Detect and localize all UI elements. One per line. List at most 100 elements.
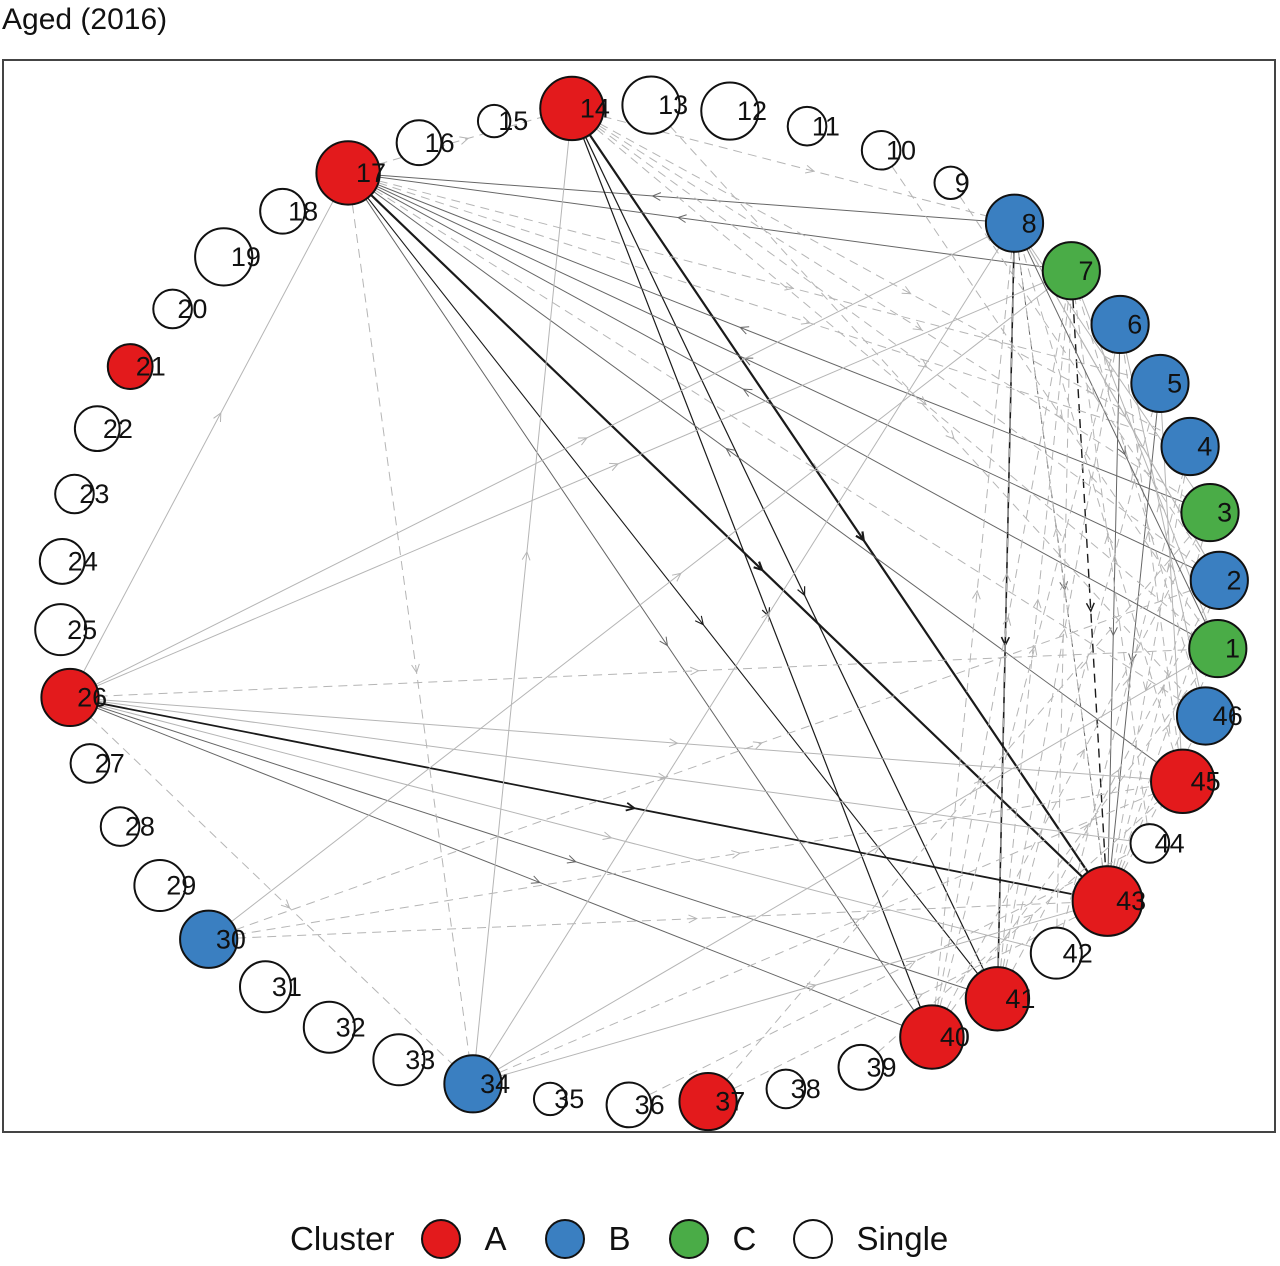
- node-9: 9: [933, 165, 970, 200]
- node-label-15: 15: [498, 106, 528, 136]
- node-circle-18: [259, 187, 306, 235]
- edge-7-17: [379, 176, 1044, 268]
- edge-1-17: [375, 187, 1193, 636]
- node-36: 36: [605, 1081, 665, 1129]
- node-circle-10: [860, 129, 902, 171]
- edge-arrow-46-6: [1156, 502, 1166, 513]
- edge-2-17: [376, 185, 1194, 569]
- node-18: 18: [259, 187, 318, 235]
- edge-10-1: [891, 165, 1203, 626]
- edge-17-41: [367, 197, 979, 975]
- edge-8-41: [997, 251, 1015, 968]
- node-circle-36: [605, 1081, 653, 1129]
- edge-arrow-17-41: [694, 615, 705, 626]
- edge-30-43: [237, 902, 1073, 939]
- legend-swatch-a: [420, 1219, 461, 1259]
- node-label-32: 32: [336, 1012, 366, 1042]
- edge-26-1: [98, 649, 1190, 697]
- edge-8-43: [1017, 251, 1104, 867]
- node-label-1: 1: [1225, 634, 1240, 664]
- node-32: 32: [302, 1000, 366, 1054]
- edge-arrow-30-2: [752, 741, 763, 750]
- node-label-28: 28: [125, 812, 155, 842]
- edge-30-7: [230, 287, 1050, 923]
- edge-40-1: [950, 671, 1202, 1012]
- edge-arrow-34-14: [521, 550, 531, 561]
- node-40: 40: [899, 1004, 970, 1070]
- edge-42-4: [1062, 474, 1184, 929]
- edge-arrow-14-3: [912, 322, 923, 331]
- node-25: 25: [34, 603, 97, 657]
- legend-title: Cluster: [290, 1220, 395, 1257]
- node-circle-4: [1160, 416, 1220, 477]
- node-33: 33: [372, 1033, 435, 1087]
- edge-arrow-14-2: [917, 358, 928, 368]
- edge-arrow-6-43: [1109, 626, 1118, 637]
- edge-arrow-17-43: [753, 561, 765, 572]
- node-label-41: 41: [1005, 984, 1035, 1014]
- edge-arrow-14-8: [805, 164, 816, 174]
- edge-arrow-36-44: [905, 960, 916, 969]
- edge-34-43: [500, 910, 1075, 1077]
- edge-arrow-30-43: [688, 914, 698, 924]
- node-1: 1: [1188, 618, 1248, 679]
- edge-arrow-26-44: [657, 772, 668, 782]
- edge-9-2: [959, 195, 1204, 557]
- node-45: 45: [1150, 748, 1221, 815]
- edge-arrow-41-8: [1002, 572, 1011, 583]
- node-label-13: 13: [658, 90, 688, 120]
- node-label-16: 16: [425, 128, 455, 158]
- node-label-34: 34: [480, 1069, 510, 1099]
- node-circle-12: [700, 81, 760, 141]
- edge-17-34: [351, 204, 470, 1056]
- edge-arrow-14-43: [855, 531, 866, 543]
- node-circle-7: [1041, 241, 1101, 301]
- node-label-14: 14: [580, 94, 610, 124]
- node-circle-11: [786, 105, 828, 147]
- edge-arrow-45-17: [725, 447, 736, 457]
- edge-5-43: [1110, 411, 1158, 867]
- node-42: 42: [1029, 926, 1093, 980]
- edge-arrow-26-34: [280, 899, 291, 909]
- legend-item-b: B: [544, 1219, 649, 1259]
- node-label-37: 37: [715, 1087, 745, 1117]
- edge-14-8: [602, 115, 987, 217]
- edge-arrow-37-43: [913, 993, 924, 1002]
- edge-40-8: [934, 251, 1013, 1006]
- legend-swatch-b: [544, 1219, 585, 1259]
- node-26: 26: [40, 667, 107, 728]
- node-11: 11: [786, 105, 840, 147]
- edge-arrow-34-45: [850, 918, 861, 927]
- edge-45-6: [1123, 352, 1179, 751]
- edge-26-40: [96, 707, 903, 1026]
- legend-label-c: C: [732, 1220, 757, 1257]
- edge-arrow-14-41: [797, 586, 806, 597]
- node-label-39: 39: [867, 1052, 897, 1082]
- node-label-30: 30: [216, 924, 246, 954]
- edge-arrow-41-5: [1080, 660, 1089, 671]
- edge-arrow-2-17: [743, 357, 754, 366]
- edge-arrow-30-45: [731, 850, 742, 859]
- edge-arrow-17-40: [659, 636, 669, 647]
- node-label-10: 10: [886, 135, 916, 165]
- edge-arrow-26-41: [566, 855, 577, 864]
- node-label-40: 40: [940, 1022, 970, 1052]
- node-label-27: 27: [95, 749, 125, 779]
- node-23: 23: [54, 473, 109, 515]
- edge-7-43: [1072, 299, 1107, 867]
- node-circle-43: [1071, 865, 1144, 937]
- edge-17-43: [370, 194, 1084, 878]
- edge-34-45: [499, 793, 1154, 1074]
- node-7: 7: [1041, 241, 1101, 301]
- node-label-21: 21: [136, 352, 166, 382]
- node-label-7: 7: [1078, 256, 1093, 286]
- node-label-5: 5: [1167, 369, 1182, 399]
- legend-label-single: Single: [856, 1220, 949, 1257]
- node-34: 34: [443, 1054, 510, 1114]
- edge-14-4: [599, 123, 1166, 434]
- node-label-25: 25: [67, 615, 97, 645]
- edge-arrow-10-1: [1054, 409, 1063, 420]
- node-circle-24: [38, 538, 86, 585]
- node-circle-37: [678, 1071, 738, 1132]
- edge-1-7: [1081, 297, 1208, 623]
